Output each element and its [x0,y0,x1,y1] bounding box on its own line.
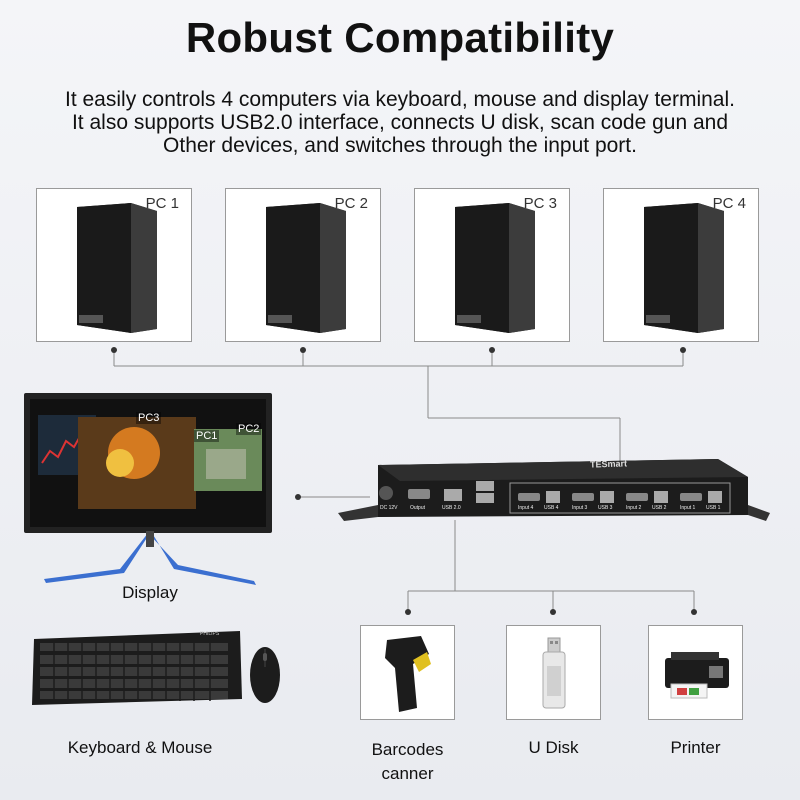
switch-brand: TESmart [589,458,628,470]
pc-box-2: PC 2 [225,188,381,342]
port-label: Input 1 [680,505,696,511]
display-label: Display [122,583,178,602]
description: It easily controls 4 computers via keybo… [0,88,800,157]
page-title: Robust Compatibility [185,14,615,61]
pc-label: PC 1 [145,195,179,212]
keyboard-mouse: PHILIPS [30,625,290,715]
monitor-icon [24,393,272,585]
screen-tag-pc3: PC3 [136,412,162,424]
screen-tag-pc1: PC1 [194,430,220,442]
port-label: USB 2.0 [442,505,461,511]
pc-tower-icon [644,203,724,333]
port-label: Input 3 [572,505,588,511]
pc-label: PC 3 [523,195,557,212]
pc-tower-icon [455,203,535,333]
usb-drive-label: U Disk [528,738,579,757]
pc-label: PC 4 [712,195,746,212]
port-label: Input 2 [626,505,642,511]
description-line-2: It also supports USB2.0 interface, conne… [71,111,729,134]
description-line-1: It easily controls 4 computers via keybo… [65,88,735,111]
screen-tag-pc2: PC2 [236,423,262,435]
usb-drive-box [506,625,601,720]
barcode-scanner-label-line-2: canner [381,764,434,783]
port-label: USB 1 [706,505,721,511]
pc-box-3: PC 3 [414,188,570,342]
kvm-switch: TESmart DC 12V Output USB 2.0 Input 4 US… [338,455,770,525]
barcode-scanner-label-line-1: Barcodes [371,740,444,759]
port-label: USB 3 [598,505,613,511]
port-label: USB 2 [652,505,667,511]
mouse-icon [250,647,280,703]
printer-box [648,625,743,720]
printer-icon [665,652,729,699]
port-label: USB 4 [544,505,559,511]
barcode-scanner-label: Barcodes canner [345,738,470,786]
port-label: DC 12V [380,505,398,511]
kvm-switch-icon [338,459,770,521]
pc-box-4: PC 4 [603,188,759,342]
keyboard-brand: PHILIPS [200,631,220,637]
description-line-3: Other devices, and switches through the … [163,134,637,157]
keyboard-icon [32,631,242,705]
pc-box-1: PC 1 [36,188,192,342]
pc-label: PC 2 [334,195,368,212]
printer-label: Printer [670,738,721,757]
port-label: Input 4 [518,505,534,511]
display-monitor: PC3 PC1 PC2 [24,393,274,593]
keyboard-mouse-label: Keyboard & Mouse [67,738,213,757]
usb-drive-icon [542,637,566,709]
barcode-scanner-icon [385,636,431,712]
barcode-scanner-box [360,625,455,720]
port-label: Output [410,505,426,511]
pc-tower-icon [266,203,346,333]
pc-tower-icon [77,203,157,333]
